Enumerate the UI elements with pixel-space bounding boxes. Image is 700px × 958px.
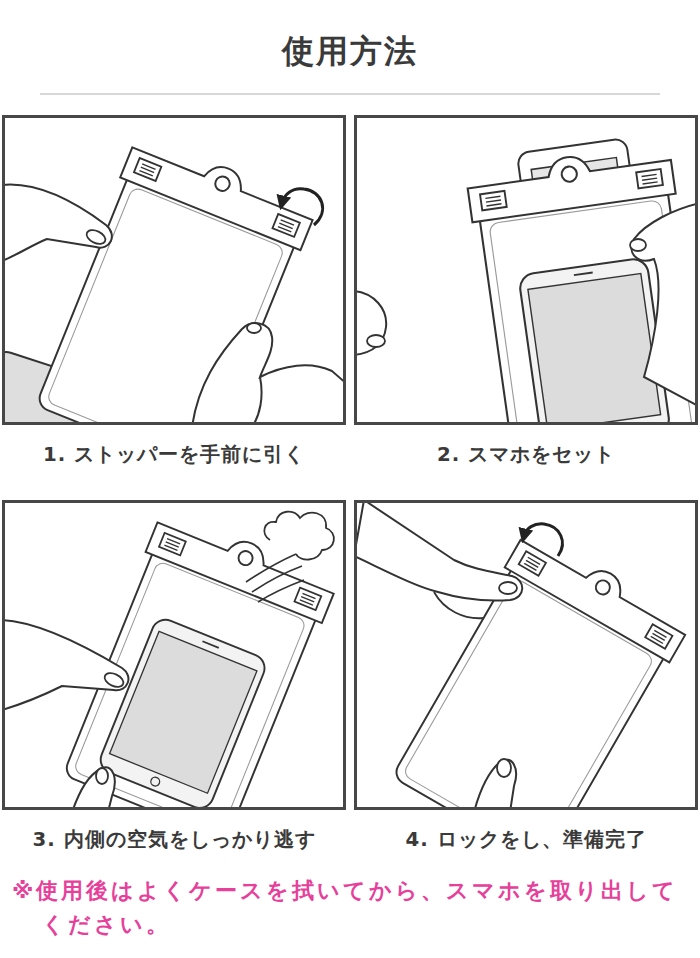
art-use xyxy=(518,257,671,425)
step-panel: 4. ロックをし、準備完了 xyxy=(354,500,698,853)
step-panel: 3. 内側の空気をしっかり逃す xyxy=(2,500,346,853)
art-path xyxy=(72,767,115,810)
panel-frame xyxy=(2,115,346,425)
art-ellipse xyxy=(367,335,385,347)
panel-frame xyxy=(354,115,698,425)
art-path xyxy=(524,524,562,556)
step-caption: 4. ロックをし、準備完了 xyxy=(354,826,698,853)
panel-frame xyxy=(2,500,346,810)
art-ellipse xyxy=(499,582,517,594)
art-g xyxy=(2,132,346,425)
caution-note: ※使用後はよくケースを拭いてから、スマホを取り出して ください。 xyxy=(12,874,692,942)
step-caption: 3. 内側の空気をしっかり逃す xyxy=(2,826,346,853)
art-ellipse xyxy=(497,759,511,777)
art-path xyxy=(252,377,262,425)
page-title: 使用方法 xyxy=(0,30,700,74)
title-rule xyxy=(40,94,660,95)
art-path xyxy=(354,500,522,601)
step3-art xyxy=(2,508,340,844)
art-g xyxy=(2,508,340,810)
art-path xyxy=(631,203,698,407)
step4-art xyxy=(354,500,693,868)
art-g xyxy=(354,500,693,810)
art-path xyxy=(264,512,334,560)
art-path xyxy=(2,185,112,261)
art-use xyxy=(465,143,698,425)
art-ellipse xyxy=(630,239,646,251)
art-path xyxy=(354,291,386,355)
art-ellipse xyxy=(247,323,261,333)
art-path xyxy=(252,566,302,592)
art-use xyxy=(96,616,268,810)
art-path xyxy=(246,554,296,582)
art-path xyxy=(282,189,323,225)
step-caption: 2. スマホをセット xyxy=(354,441,698,468)
step2-art xyxy=(354,138,700,476)
step-panel: 1. ストッパーを手前に引く xyxy=(2,115,346,468)
art-ellipse xyxy=(102,670,125,689)
panel-frame xyxy=(354,500,698,810)
art-path xyxy=(474,760,516,810)
step-caption: 1. ストッパーを手前に引く xyxy=(2,441,346,468)
art-g xyxy=(354,138,698,425)
step-panel: 2. スマホをセット xyxy=(354,115,698,468)
art-path xyxy=(192,323,346,425)
art-path xyxy=(258,580,304,602)
art-path xyxy=(2,620,128,710)
art-ellipse xyxy=(84,227,107,246)
art-ellipse xyxy=(96,768,108,784)
art-path xyxy=(434,592,484,618)
